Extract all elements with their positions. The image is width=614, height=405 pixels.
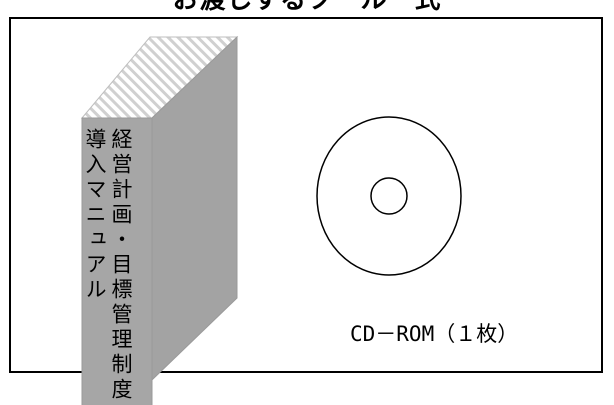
manual-book-icon <box>80 35 239 405</box>
manual-spine-face <box>81 117 153 405</box>
manual-title-line-2: 導入マニュアル <box>83 128 107 303</box>
cd-rom-label: CD－ROM（１枚） <box>350 322 519 346</box>
cd-rom-icon <box>316 116 462 276</box>
page-title: お渡しするツール一式 <box>172 0 442 15</box>
manual-title-line-1: 経営計画・目標管理制度 <box>109 128 133 403</box>
cd-hole <box>370 177 408 215</box>
